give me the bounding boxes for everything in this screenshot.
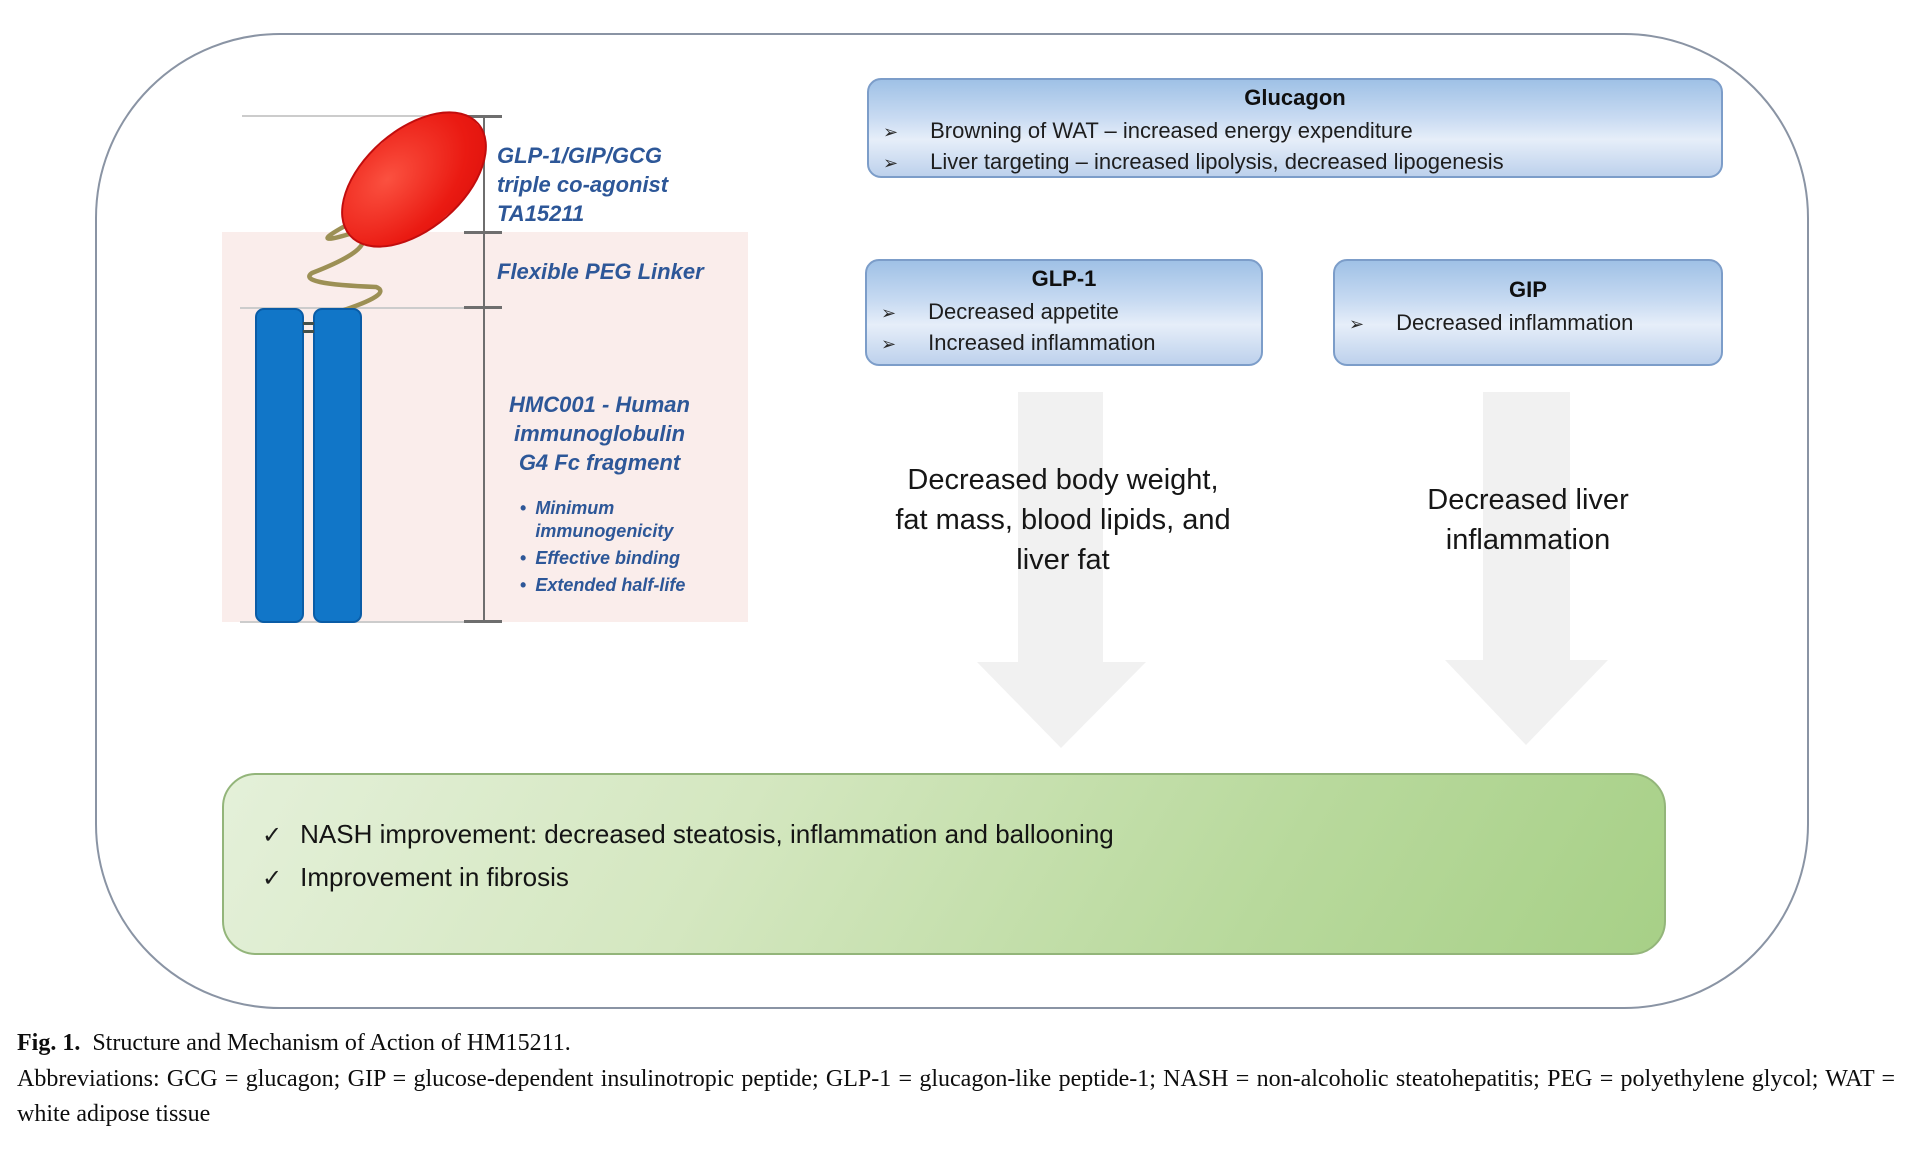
figure-panel: [95, 33, 1809, 1009]
measure-tick-1: [464, 115, 502, 118]
fc-bullet-text: Extended half-life: [535, 575, 686, 595]
glucagon-box-title: Glucagon: [1244, 85, 1346, 110]
glucagon-box: Glucagon ➢ Browning of WAT – increased e…: [867, 78, 1723, 178]
outcome-item: ✓ Improvement in fibrosis: [262, 861, 1114, 893]
arrow-effect-text-left: Decreased body weight, fat mass, blood l…: [895, 464, 1231, 576]
fc-fragment-right-chain: [313, 308, 362, 623]
guide-line-top: [242, 115, 484, 117]
peptide-label: GLP-1/GIP/GCG triple co-agonist TA15211: [497, 143, 669, 226]
gip-box-title: GIP: [1509, 277, 1547, 302]
outcome-box: [222, 773, 1666, 955]
glucagon-bullet-row: ➢ Liver targeting – increased lipolysis,…: [869, 147, 1721, 178]
fc-bullet-list: • Minimum immunogenicity • Effective bin…: [520, 497, 690, 601]
check-icon: ✓: [262, 821, 283, 849]
outcome-item: ✓ NASH improvement: decreased steatosis,…: [262, 818, 1114, 850]
bullet-dot-icon: •: [520, 498, 527, 518]
figure-caption-abbreviations: Abbreviations: GCG = glucagon; GIP = glu…: [17, 1066, 1895, 1127]
glp1-box-title: GLP-1: [1031, 266, 1097, 291]
glp1-bullet-row: ➢ Decreased appetite: [867, 297, 1261, 328]
measure-line: [483, 116, 485, 622]
gip-bullet-text: Decreased inflammation: [1396, 310, 1634, 335]
gip-bullet-row: ➢ Decreased inflammation: [1335, 308, 1721, 339]
arrow-bullet-icon: ➢: [883, 153, 899, 174]
bullet-dot-icon: •: [520, 575, 527, 595]
fc-bullet-item: • Effective binding: [520, 547, 690, 570]
figure-number-label: Fig. 1.: [17, 1030, 81, 1056]
glucagon-bullet-text: Browning of WAT – increased energy expen…: [930, 118, 1413, 143]
arrow-bullet-icon: ➢: [883, 122, 899, 143]
fc-title: HMC001 - Human immunoglobulin G4 Fc frag…: [509, 392, 690, 475]
disulfide-bond-bottom: [303, 330, 314, 333]
figure-caption-title-line: Fig. 1. Structure and Mechanism of Action…: [17, 1030, 571, 1057]
glucagon-bullet-text: Liver targeting – increased lipolysis, d…: [930, 149, 1504, 174]
measure-tick-3: [464, 306, 502, 309]
measure-tick-4: [464, 620, 502, 623]
glucagon-bullet-row: ➢ Browning of WAT – increased energy exp…: [869, 116, 1721, 147]
figure-title-text: Structure and Mechanism of Action of HM1…: [92, 1030, 571, 1056]
outcome-text: Improvement in fibrosis: [300, 862, 569, 892]
arrow-bullet-icon: ➢: [881, 334, 897, 355]
glp1-bullet-row: ➢ Increased inflammation: [867, 328, 1261, 359]
measure-tick-2: [464, 231, 502, 234]
bullet-dot-icon: •: [520, 548, 527, 568]
check-icon: ✓: [262, 864, 283, 892]
fc-bullet-text: Effective binding: [535, 548, 680, 568]
arrow-bullet-icon: ➢: [1349, 314, 1365, 335]
glp1-bullet-text: Increased inflammation: [928, 330, 1156, 355]
glp1-bullet-text: Decreased appetite: [928, 299, 1119, 324]
outcome-list: ✓ NASH improvement: decreased steatosis,…: [262, 818, 1114, 904]
fc-bullet-item: • Minimum immunogenicity: [520, 497, 690, 543]
glp1-box: GLP-1 ➢ Decreased appetite ➢ Increased i…: [865, 259, 1263, 366]
guide-line-bottom: [240, 621, 484, 623]
disulfide-bond-top: [303, 322, 314, 325]
fc-bullet-item: • Extended half-life: [520, 574, 690, 597]
outcome-text: NASH improvement: decreased steatosis, i…: [300, 819, 1114, 849]
linker-label: Flexible PEG Linker: [497, 259, 704, 284]
gip-box: GIP ➢ Decreased inflammation: [1333, 259, 1723, 366]
arrow-bullet-icon: ➢: [881, 303, 897, 324]
arrow-effect-text-right: Decreased liver inflammation: [1427, 484, 1629, 556]
fc-bullet-text: Minimum immunogenicity: [535, 498, 674, 541]
fc-fragment-left-chain: [255, 308, 304, 623]
